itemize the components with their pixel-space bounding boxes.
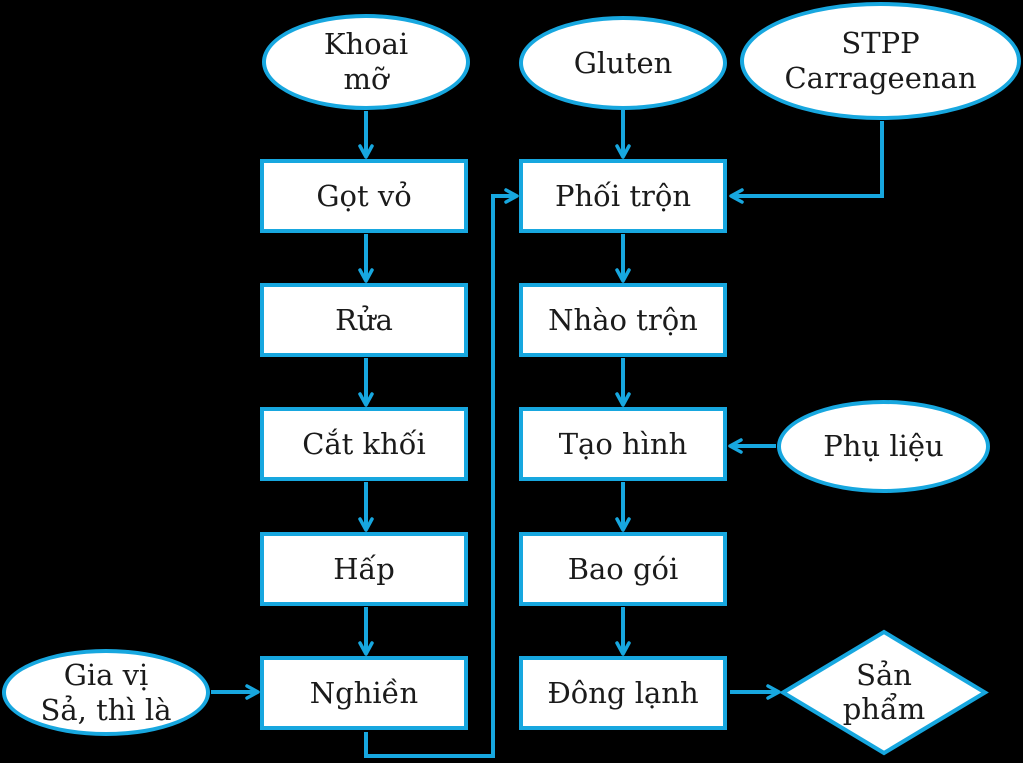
node-label-line: Gluten — [573, 45, 673, 80]
edge-stpp-to-phoi-tron — [729, 121, 884, 204]
node-label-line: Sản — [856, 658, 912, 693]
node-label-line: Hấp — [333, 551, 395, 586]
node-gluten-label: Gluten — [574, 46, 673, 81]
node-label-line: Cắt khối — [302, 426, 426, 461]
node-label-line: Rửa — [335, 302, 393, 337]
node-khoai-mo-label: Khoai mỡ — [324, 27, 408, 97]
node-label-line: Nhào trộn — [548, 302, 698, 337]
node-phu-lieu-label: Phụ liệu — [823, 429, 943, 464]
node-gia-vi-label: Gia vị Sả, thì là — [41, 658, 172, 728]
node-dong-lanh: Đông lạnh — [519, 656, 727, 730]
node-dong-lanh-label: Đông lạnh — [547, 676, 698, 711]
node-label-line: Nghiền — [309, 675, 419, 710]
node-label-line: Khoai — [323, 27, 409, 62]
node-label-line: Gọt vỏ — [316, 178, 412, 213]
node-label-line: Gia vị — [63, 657, 149, 692]
node-tao-hinh-label: Tạo hình — [559, 427, 688, 462]
node-gluten: Gluten — [519, 16, 727, 110]
node-label-line: Sả, thì là — [40, 692, 172, 727]
node-hap-label: Hấp — [333, 552, 395, 587]
node-tao-hinh: Tạo hình — [519, 407, 727, 481]
node-got-vo: Gọt vỏ — [260, 159, 468, 233]
node-label-line: mỡ — [343, 62, 389, 96]
node-nghien: Nghiền — [260, 656, 468, 730]
node-bao-goi: Bao gói — [519, 532, 727, 606]
node-cat-khoi-label: Cắt khối — [302, 427, 426, 462]
node-nghien-label: Nghiền — [310, 676, 418, 711]
node-stpp-carrageenan: STPP Carrageenan — [740, 2, 1021, 120]
node-label-line: Carrageenan — [784, 61, 977, 95]
node-san-pham-label: Sản phẩm — [779, 629, 989, 756]
node-khoai-mo: Khoai mỡ — [262, 14, 470, 110]
node-label-line: Bao gói — [567, 551, 679, 586]
node-rua-label: Rửa — [335, 303, 393, 338]
node-nhao-tron-label: Nhào trộn — [548, 303, 698, 338]
diamond-shape — [779, 629, 989, 756]
node-label-line: phẩm — [842, 691, 926, 726]
node-phu-lieu: Phụ liệu — [777, 400, 990, 493]
node-phoi-tron: Phối trộn — [519, 159, 727, 233]
node-rua: Rửa — [260, 283, 468, 357]
node-hap: Hấp — [260, 532, 468, 606]
node-label-line: Phụ liệu — [823, 429, 944, 464]
node-label-line: Phối trộn — [554, 178, 692, 213]
node-gia-vi: Gia vị Sả, thì là — [2, 649, 210, 736]
node-label-line: Tạo hình — [558, 426, 688, 461]
node-label-line: Đông lạnh — [547, 675, 699, 710]
node-phoi-tron-label: Phối trộn — [555, 179, 691, 214]
node-stpp-carrageenan-label: STPP Carrageenan — [784, 26, 976, 96]
edge-nghien-to-phoi-tron — [364, 188, 519, 758]
node-bao-goi-label: Bao gói — [568, 552, 679, 587]
node-got-vo-label: Gọt vỏ — [316, 179, 411, 214]
node-cat-khoi: Cắt khối — [260, 407, 468, 481]
node-label-line: STPP — [841, 26, 920, 61]
node-nhao-tron: Nhào trộn — [519, 283, 727, 357]
node-san-pham: Sản phẩm — [779, 629, 989, 756]
